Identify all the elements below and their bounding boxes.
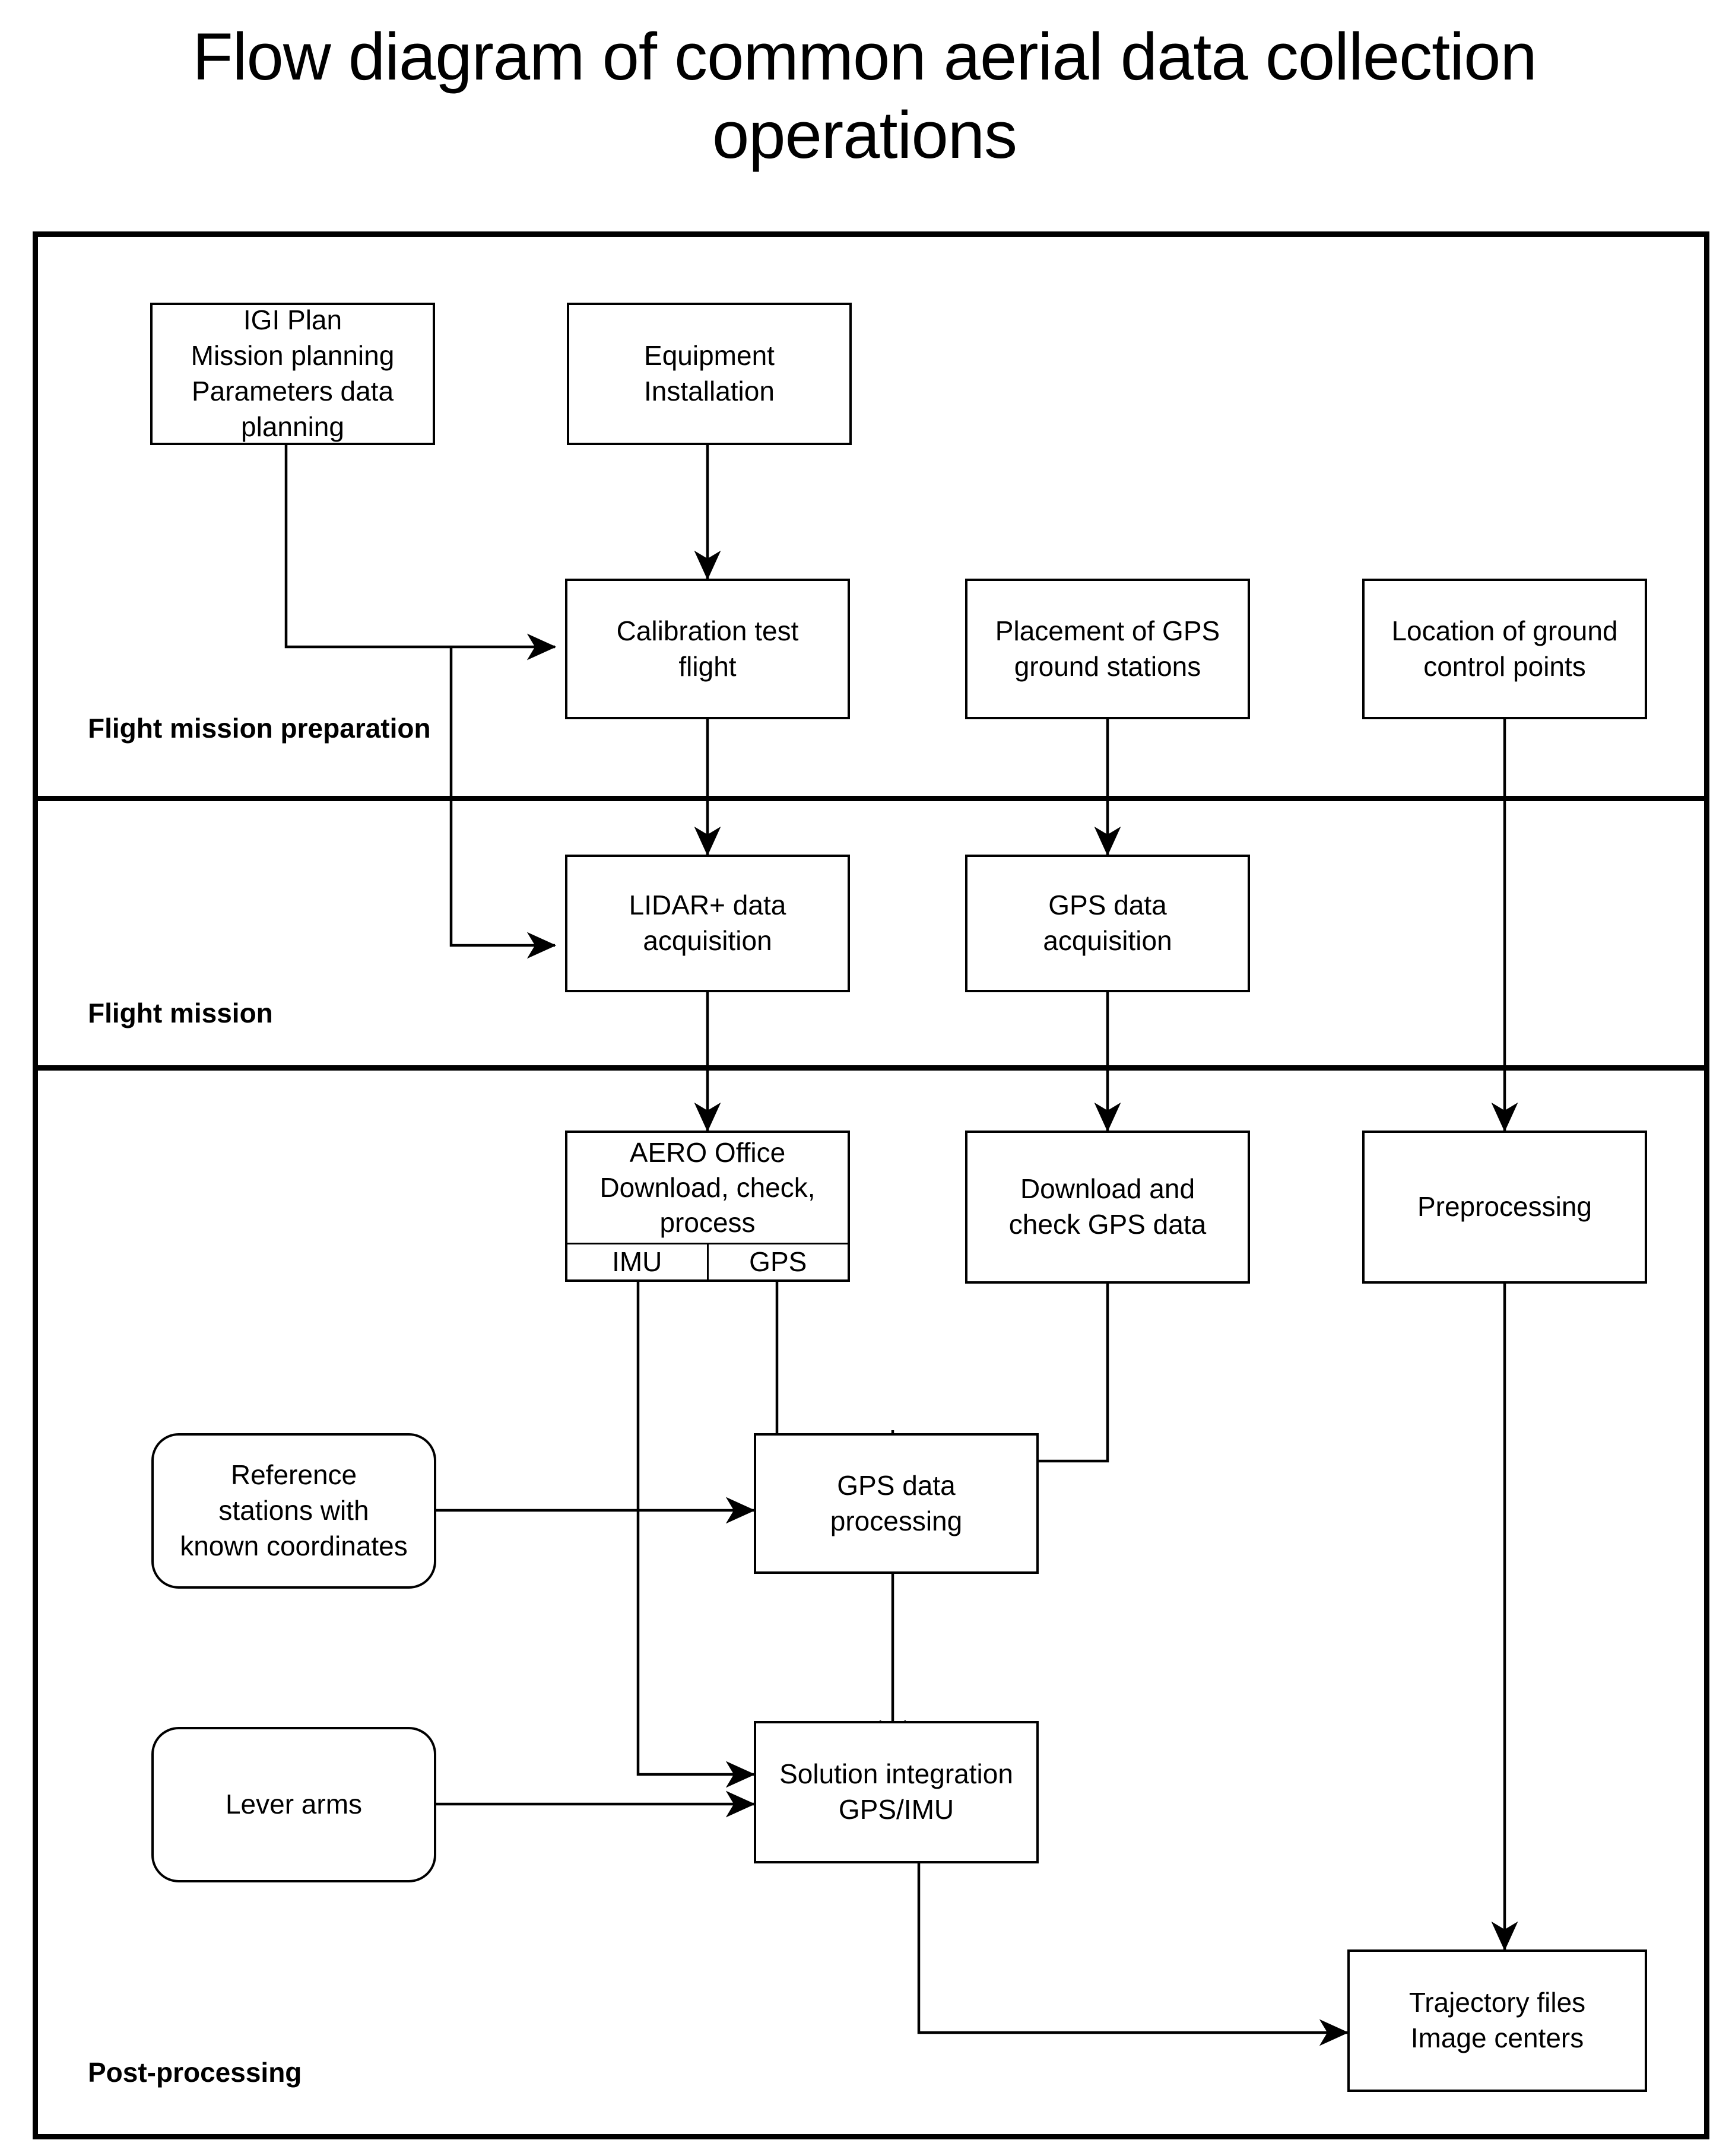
node-aero-office-split: IMU GPS <box>567 1242 848 1279</box>
node-aero-office-cell-gps[interactable]: GPS <box>749 1246 807 1278</box>
node-aero-office[interactable]: AERO Office Download, check, process IMU… <box>565 1131 850 1282</box>
node-gps-data-acquisition[interactable]: GPS data acquisition <box>965 855 1250 992</box>
section-label-post-processing: Post-processing <box>88 2057 302 2088</box>
node-calibration-test-flight-label: Calibration test flight <box>616 615 799 682</box>
node-lever-arms-label: Lever arms <box>225 1789 363 1820</box>
node-gps-data-processing-label: GPS data processing <box>830 1469 963 1536</box>
node-lidar-data-acquisition-label: LIDAR+ data acquisition <box>629 890 786 956</box>
node-download-check-gps-data[interactable]: Download and check GPS data <box>965 1131 1250 1284</box>
node-equipment-installation[interactable]: Equipment Installation <box>567 303 852 445</box>
node-aero-office-label: AERO Office Download, check, process <box>599 1137 816 1238</box>
section-label-flight-mission-preparation: Flight mission preparation <box>88 713 431 744</box>
node-igi-plan-label: IGI Plan Mission planning Parameters dat… <box>191 304 395 442</box>
node-preprocessing-label: Preprocessing <box>1417 1191 1592 1223</box>
node-reference-stations[interactable]: Reference stations with known coordinate… <box>151 1433 436 1589</box>
node-placement-gps-ground-stations-label: Placement of GPS ground stations <box>995 615 1220 682</box>
node-location-ground-control-points[interactable]: Location of ground control points <box>1362 579 1647 719</box>
node-gps-data-processing[interactable]: GPS data processing <box>754 1433 1039 1574</box>
node-lever-arms[interactable]: Lever arms <box>151 1727 436 1882</box>
node-aero-office-cell-imu[interactable]: IMU <box>567 1244 709 1279</box>
node-placement-gps-ground-stations[interactable]: Placement of GPS ground stations <box>965 579 1250 719</box>
node-trajectory-files[interactable]: Trajectory files Image centers <box>1347 1949 1647 2092</box>
node-trajectory-files-label: Trajectory files Image centers <box>1408 1987 1586 2053</box>
node-location-ground-control-points-label: Location of ground control points <box>1391 615 1618 682</box>
node-solution-integration-label: Solution integration GPS/IMU <box>779 1758 1013 1825</box>
node-download-check-gps-data-label: Download and check GPS data <box>1008 1173 1207 1240</box>
node-equipment-installation-label: Equipment Installation <box>644 340 775 407</box>
node-reference-stations-label: Reference stations with known coordinate… <box>180 1459 408 1561</box>
section-label-flight-mission: Flight mission <box>88 998 273 1028</box>
node-igi-plan[interactable]: IGI Plan Mission planning Parameters dat… <box>150 303 435 445</box>
diagram-outer-frame <box>33 231 1709 2139</box>
section-divider-mission-post <box>33 1065 1709 1071</box>
node-gps-data-acquisition-label: GPS data acquisition <box>1043 890 1172 956</box>
node-lidar-data-acquisition[interactable]: LIDAR+ data acquisition <box>565 855 850 992</box>
page-title: Flow diagram of common aerial data colle… <box>192 20 1537 173</box>
node-preprocessing[interactable]: Preprocessing <box>1362 1131 1647 1284</box>
node-solution-integration[interactable]: Solution integration GPS/IMU <box>754 1721 1039 1863</box>
section-divider-preparation-mission <box>33 796 1709 801</box>
node-calibration-test-flight[interactable]: Calibration test flight <box>565 579 850 719</box>
